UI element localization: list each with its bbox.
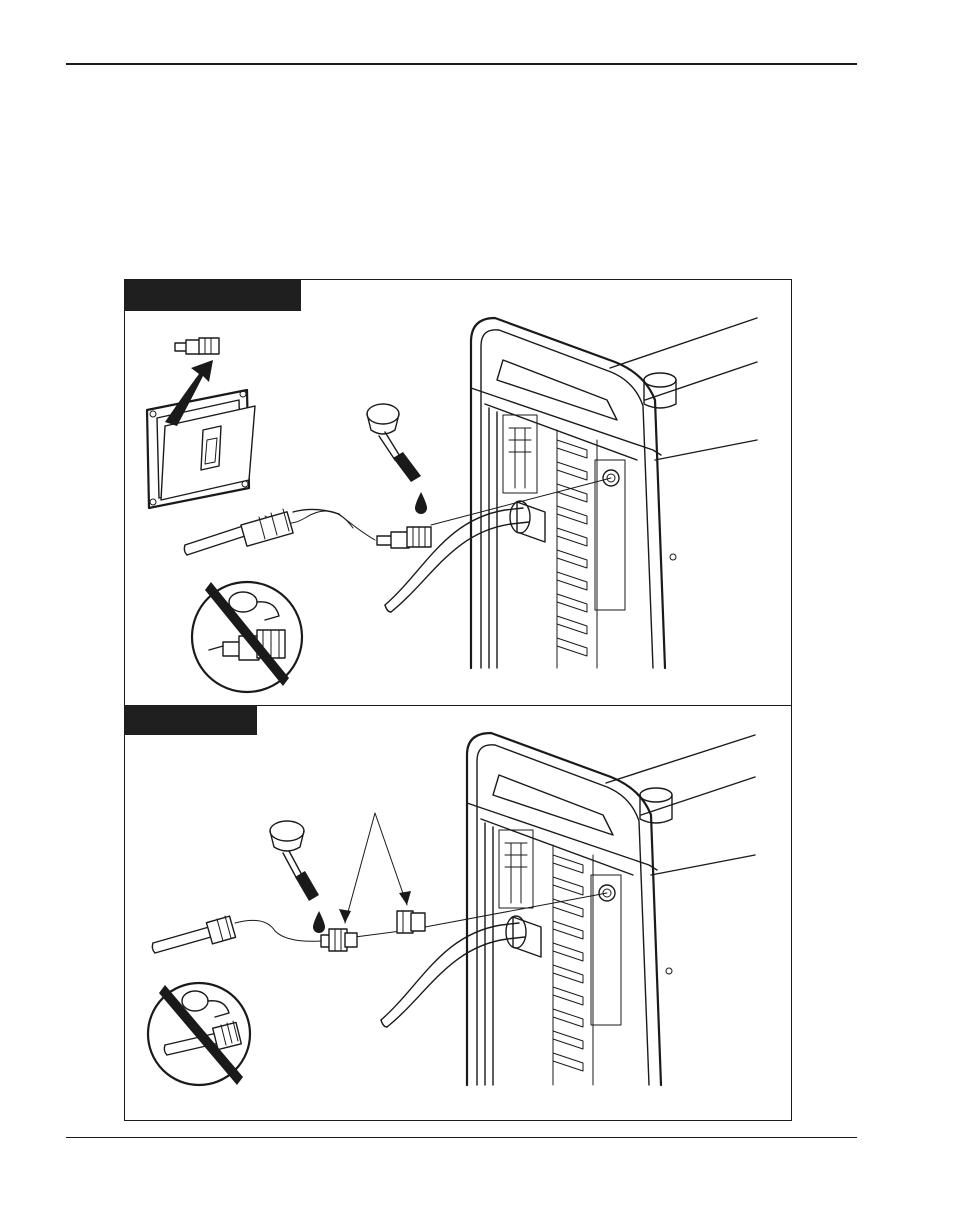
sealant-drop-icon bbox=[415, 492, 427, 514]
no-teflon-tape-icon bbox=[190, 580, 304, 694]
power-supply-rear bbox=[469, 316, 758, 670]
panel-npt-fitting bbox=[125, 705, 791, 1121]
supply-hose bbox=[380, 915, 542, 1028]
mounting-bracket bbox=[145, 388, 256, 510]
panel-quick-disconnect bbox=[125, 280, 791, 706]
sealant-drop-icon bbox=[313, 911, 325, 933]
vent-slots bbox=[556, 429, 598, 669]
pointer-lines bbox=[344, 812, 408, 924]
pointer-arrowheads bbox=[339, 891, 411, 923]
sealant-brush-icon bbox=[269, 820, 319, 901]
power-supply-rear bbox=[465, 731, 756, 1087]
npt-fitting-illustration bbox=[146, 731, 756, 1087]
no-teflon-tape-icon bbox=[146, 981, 252, 1087]
hose-with-coupler bbox=[183, 508, 376, 556]
arrow-icon bbox=[165, 360, 213, 426]
leader-line bbox=[354, 892, 608, 938]
quick-disconnect-fitting bbox=[376, 526, 432, 549]
sealant-brush-icon bbox=[366, 403, 421, 482]
hose-with-nut bbox=[151, 915, 322, 954]
supply-hose bbox=[384, 500, 546, 613]
quick-disconnect-illustration bbox=[145, 316, 758, 694]
figure-frame bbox=[124, 279, 792, 1121]
panel-tab-npt-fitting bbox=[125, 705, 257, 735]
removed-fitting bbox=[174, 337, 220, 355]
leader-line bbox=[430, 477, 612, 526]
npt-fitting-male bbox=[320, 928, 358, 952]
footer-rule bbox=[66, 1137, 857, 1138]
npt-adapter bbox=[396, 910, 426, 934]
vent-slots bbox=[552, 844, 594, 1086]
header-rule bbox=[66, 63, 857, 65]
panel-tab-quick-disconnect bbox=[125, 280, 301, 311]
